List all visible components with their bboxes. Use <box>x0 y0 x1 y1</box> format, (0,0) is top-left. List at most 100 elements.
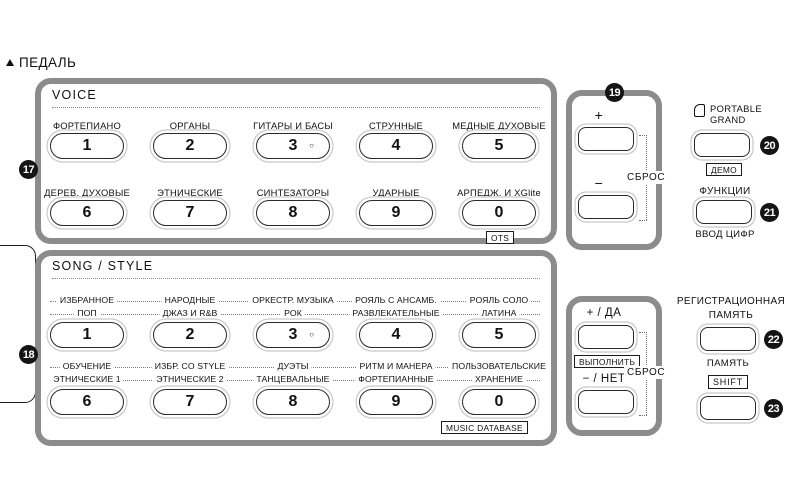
song-panel-title: SONG / STYLE <box>52 259 154 273</box>
song-button-9-number: 9 <box>391 393 401 410</box>
numeric-entry-label: ВВОД ЦИФР <box>695 229 755 240</box>
song-button-0-number: 0 <box>494 393 504 410</box>
voice-label-9: УДАРНЫЕ <box>372 187 420 198</box>
song-top-label-9: РИТМ И МАНЕРА <box>356 361 436 371</box>
song-top-label-5: РОЯЛЬ СОЛО <box>466 295 532 305</box>
minus-no-symbol: − / НЕТ <box>582 373 626 385</box>
song-bottom-label-5: ЛАТИНА <box>478 308 520 318</box>
callout-19: 19 <box>605 83 624 102</box>
song-button-8[interactable]: 8 <box>256 389 330 415</box>
voice-label-8: СИНТЕЗАТОРЫ <box>256 187 330 198</box>
voice-button-2[interactable]: 2 <box>153 133 227 159</box>
shift-tag: SHIFT <box>708 375 748 389</box>
reset-bracket-top <box>639 135 647 136</box>
callout-20: 20 <box>760 136 779 155</box>
plus-yes-button[interactable] <box>578 325 634 349</box>
functions-button[interactable] <box>696 200 752 224</box>
voice-label-0: АРПЕДЖ. И XGlite <box>457 187 541 198</box>
song-bottom-label-7: ЭТНИЧЕСКИЕ 2 <box>153 374 227 384</box>
voice-button-3-dot-icon: ○ <box>309 141 314 150</box>
voice-label-4: СТРУННЫЕ <box>369 120 423 131</box>
song-style-panel <box>35 250 557 446</box>
song-top-label-1: ИЗБРАННОЕ <box>56 295 118 305</box>
song-bottom-label-8: ТАНЦЕВАЛЬНЫЕ <box>253 374 333 384</box>
song-bottom-label-1: ПОП <box>74 308 100 318</box>
voice-label-1: ФОРТЕПИАНО <box>52 120 122 131</box>
voice-button-1[interactable]: 1 <box>50 133 124 159</box>
song-bottom-label-4: РАЗВЛЕКАТЕЛЬНЫЕ <box>349 308 443 318</box>
reset-bracket-bottom <box>639 220 647 221</box>
voice-button-8[interactable]: 8 <box>256 200 330 226</box>
song-bottom-label-2: ДЖАЗ И R&B <box>159 308 221 318</box>
song-button-5-number: 5 <box>494 326 504 343</box>
execute-tag: ВЫПОЛНИТЬ <box>574 355 641 369</box>
song-top-label-8: ДУЭТЫ <box>274 361 312 371</box>
song-button-7-number: 7 <box>185 393 195 410</box>
registration-memory-line1: РЕГИСТРАЦИОННАЯ <box>676 296 786 307</box>
voice-label-3: ГИТАРЫ И БАСЫ <box>253 120 333 131</box>
song-button-4[interactable]: 4 <box>359 322 433 348</box>
shift-button[interactable] <box>700 396 756 420</box>
plus-button[interactable] <box>578 127 634 151</box>
voice-label-7: ЭТНИЧЕСКИЕ <box>157 187 223 198</box>
minus-symbol: − <box>594 175 604 191</box>
voice-button-8-number: 8 <box>288 204 298 221</box>
song-button-6-number: 6 <box>82 393 92 410</box>
voice-button-4[interactable]: 4 <box>359 133 433 159</box>
song-top-label-4: РОЯЛЬ С АНСАМБ. <box>352 295 440 305</box>
song-button-6[interactable]: 6 <box>50 389 124 415</box>
portable-grand-line2: GRAND <box>710 114 746 126</box>
callout-22: 22 <box>764 330 783 349</box>
song-bottom-label-3: РОК <box>281 308 305 318</box>
ots-tag: OTS <box>486 231 515 245</box>
song-button-2-number: 2 <box>185 326 195 343</box>
voice-button-9[interactable]: 9 <box>359 200 433 226</box>
voice-button-6[interactable]: 6 <box>50 200 124 226</box>
callout-21: 21 <box>760 203 779 222</box>
reset-bracket-bottom-2 <box>639 415 647 416</box>
song-button-4-number: 4 <box>391 326 401 343</box>
pedal-caption: ПЕДАЛЬ <box>6 55 76 70</box>
plus-yes-symbol: + / ДА <box>586 307 622 319</box>
song-button-3-number: 3 <box>288 326 298 343</box>
portable-grand-button[interactable] <box>694 133 750 157</box>
voice-button-6-number: 6 <box>82 204 92 221</box>
voice-button-1-number: 1 <box>82 137 92 154</box>
song-button-1[interactable]: 1 <box>50 322 124 348</box>
triangle-up-icon <box>6 59 14 66</box>
minus-button[interactable] <box>578 195 634 219</box>
reset-bracket-top-2 <box>639 332 647 333</box>
song-button-3[interactable]: 3○ <box>256 322 330 348</box>
voice-button-5[interactable]: 5 <box>462 133 536 159</box>
voice-button-7[interactable]: 7 <box>153 200 227 226</box>
plus-symbol: + <box>594 107 604 123</box>
minus-no-button[interactable] <box>578 390 634 414</box>
reset-label-top: СБРОС <box>624 171 669 184</box>
song-button-7[interactable]: 7 <box>153 389 227 415</box>
song-top-label-0: ПОЛЬЗОВАТЕЛЬСКИЕ <box>448 361 550 371</box>
song-top-label-7: ИЗБР. CO STYLE <box>151 361 229 371</box>
song-top-label-6: ОБУЧЕНИЕ <box>59 361 115 371</box>
callout-18: 18 <box>19 345 38 364</box>
voice-button-7-number: 7 <box>185 204 195 221</box>
voice-label-2: ОРГАНЫ <box>169 120 211 131</box>
song-button-0[interactable]: 0 <box>462 389 536 415</box>
voice-title-rule <box>52 107 540 108</box>
memory-button[interactable] <box>700 327 756 351</box>
song-button-9[interactable]: 9 <box>359 389 433 415</box>
nav-panel <box>566 90 662 250</box>
song-bottom-label-6: ЭТНИЧЕСКИЕ 1 <box>50 374 124 384</box>
voice-button-9-number: 9 <box>391 204 401 221</box>
functions-label: ФУНКЦИИ <box>699 186 751 197</box>
song-button-5[interactable]: 5 <box>462 322 536 348</box>
voice-button-0[interactable]: 0 <box>462 200 536 226</box>
song-button-2[interactable]: 2 <box>153 322 227 348</box>
song-top-label-3: ОРКЕСТР. МУЗЫКА <box>249 295 337 305</box>
portable-grand-line1: PORTABLE <box>710 103 762 114</box>
callout-23: 23 <box>764 399 783 418</box>
song-button-1-number: 1 <box>82 326 92 343</box>
voice-button-3[interactable]: 3○ <box>256 133 330 159</box>
voice-button-2-number: 2 <box>185 137 195 154</box>
music-database-tag: MUSIC DATABASE <box>441 421 528 435</box>
